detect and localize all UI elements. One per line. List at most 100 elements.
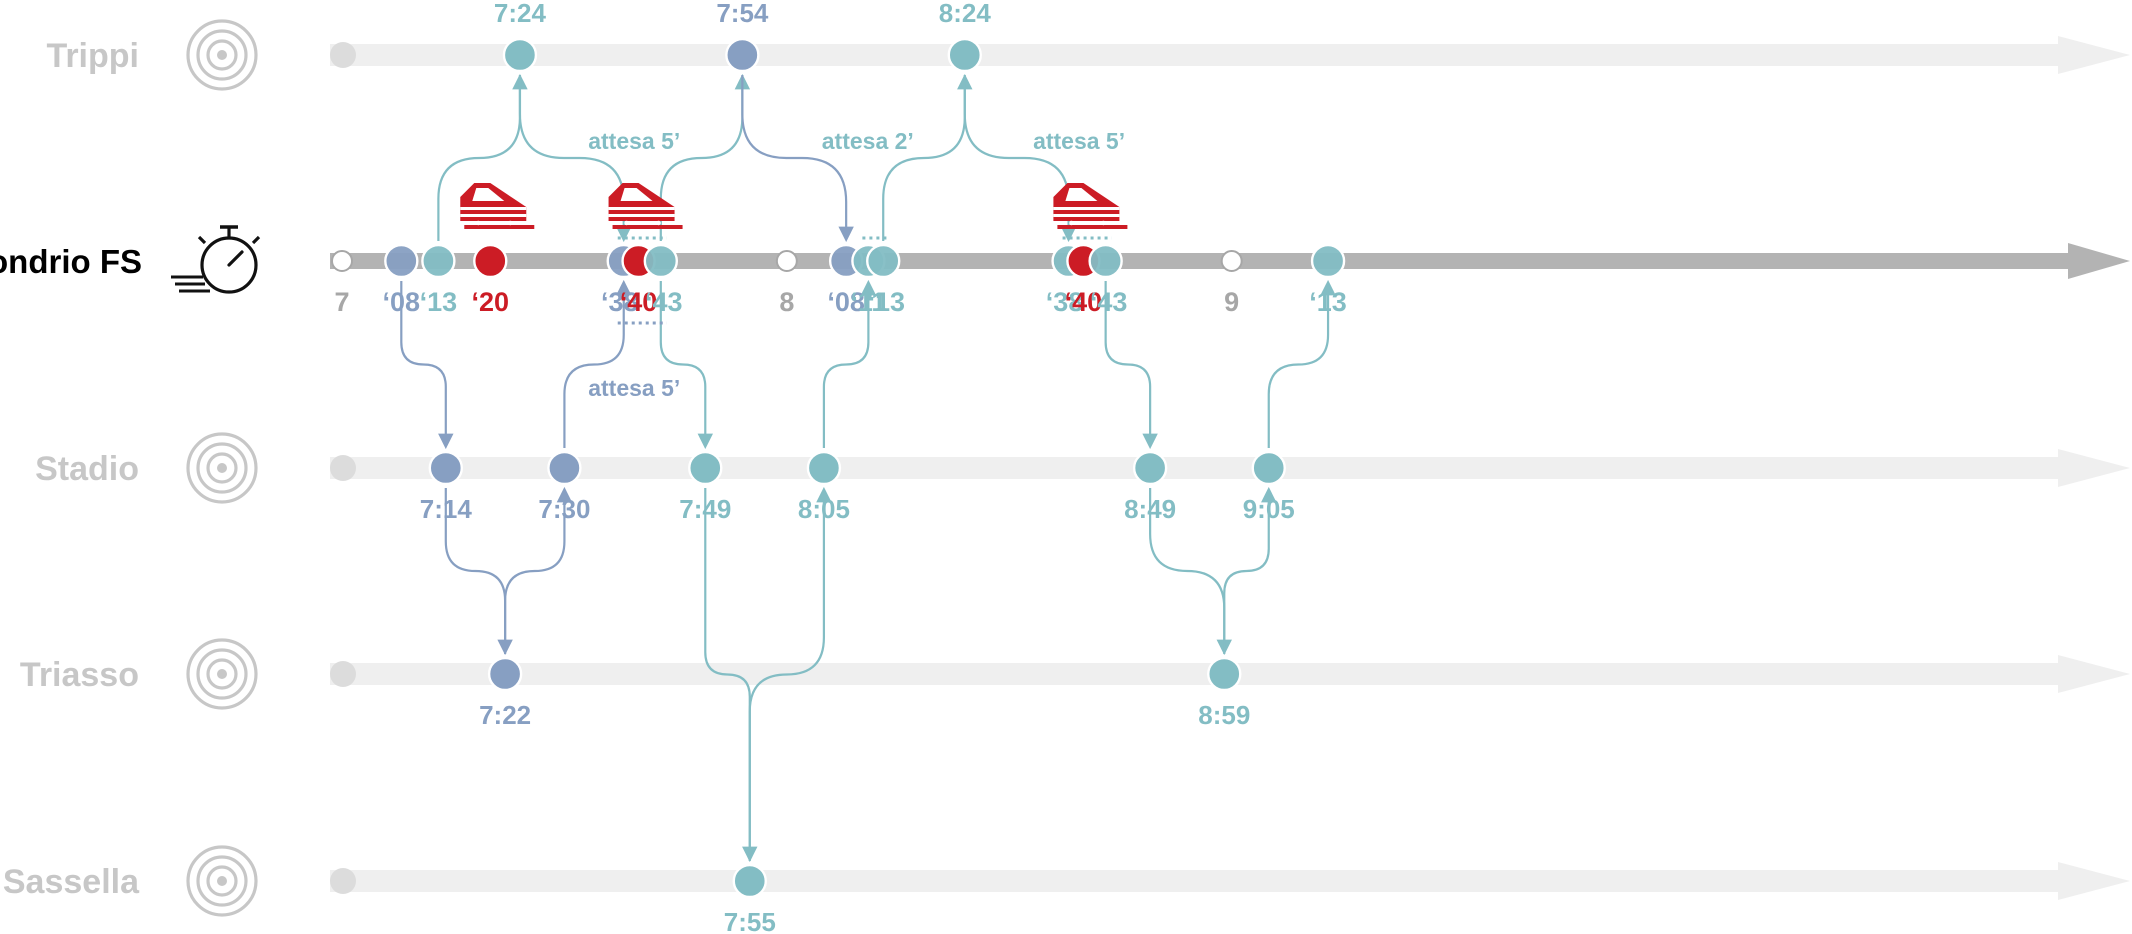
station-name-trippi: Trippi xyxy=(46,37,139,75)
stops-layer xyxy=(331,37,1346,899)
track-main xyxy=(330,253,2070,269)
track xyxy=(330,663,2060,685)
station-row-trippi xyxy=(330,36,2130,74)
sondrio-stop-label: ‘38 xyxy=(1046,287,1084,317)
stop-stadio xyxy=(806,450,842,486)
track-start-dot xyxy=(330,661,356,687)
sondrio-stop-label: ‘13 xyxy=(867,287,905,317)
sondrio-stop-label: ‘13 xyxy=(420,287,458,317)
station-row-sondrio xyxy=(330,243,2130,279)
connection-triasso-stadio xyxy=(1223,486,1277,654)
connection-sassella-stadio xyxy=(748,486,832,861)
stop-stadio xyxy=(1132,450,1168,486)
wait-label: attesa 5’ xyxy=(588,375,680,401)
connection-sondrio-stadio xyxy=(1104,281,1158,450)
connection-stadio-triasso xyxy=(1149,488,1232,656)
stop-trippi xyxy=(725,37,760,73)
sondrio-stop xyxy=(384,243,419,279)
connection-sondrio-trippi xyxy=(437,73,528,241)
stop-time-label: 7:24 xyxy=(494,0,547,28)
station-name-triasso: Triasso xyxy=(20,656,139,694)
sondrio-stop xyxy=(866,243,901,279)
connection-stadio-sondrio xyxy=(1267,279,1336,448)
track xyxy=(330,870,2060,892)
sondrio-stop-label: ‘13 xyxy=(1309,287,1347,317)
track-arrowhead xyxy=(2058,449,2130,487)
train-icon xyxy=(1053,183,1128,229)
stop-trippi xyxy=(502,37,538,73)
connection-trippi-sondrio xyxy=(963,75,1077,243)
track-start-dot xyxy=(330,868,356,894)
track-arrowhead xyxy=(2058,655,2130,693)
sondrio-stop xyxy=(473,243,508,279)
train-icon xyxy=(608,183,683,229)
stop-stadio xyxy=(688,450,723,486)
track-start-dot xyxy=(330,42,356,68)
stop-stadio xyxy=(1251,450,1286,486)
stop-time-label: 8:24 xyxy=(939,0,992,28)
connection-sondrio-stadio xyxy=(659,281,713,450)
connection-trippi-sondrio xyxy=(518,75,632,243)
connection-sondrio-trippi xyxy=(882,73,973,241)
connection-sondrio-stadio xyxy=(400,281,454,450)
stop-time-label: 7:49 xyxy=(679,494,731,524)
station-name-sondrio: Sondrio FS xyxy=(0,243,142,280)
stop-triasso xyxy=(1207,656,1242,692)
stop-time-label: 7:22 xyxy=(479,700,531,730)
sondrio-stop-label: ‘08 xyxy=(383,287,421,317)
sondrio-stop-label: ‘43 xyxy=(645,287,683,317)
stop-time-label: 8:59 xyxy=(1198,700,1250,730)
stop-time-label: 7:30 xyxy=(538,494,590,524)
station-row-stadio xyxy=(330,449,2130,487)
track xyxy=(330,44,2060,66)
hour-label: 7 xyxy=(334,287,349,317)
connection-trippi-sondrio xyxy=(741,75,854,243)
station-name-stadio: Stadio xyxy=(35,450,139,488)
stop-time-label: 7:54 xyxy=(716,0,769,28)
wait-label: attesa 5’ xyxy=(1033,128,1125,154)
track-start-dot xyxy=(330,455,356,481)
stop-trippi xyxy=(947,37,982,73)
train-icon xyxy=(460,183,535,229)
station-name-sassella: Sassella xyxy=(3,863,140,901)
sondrio-stop xyxy=(1310,243,1346,279)
stop-time-label: 7:55 xyxy=(724,907,776,934)
stop-sassella xyxy=(732,863,767,899)
hour-label: 8 xyxy=(779,287,794,317)
sondrio-stop-label: ‘40 xyxy=(1065,287,1103,317)
connections-layer xyxy=(400,73,1336,863)
tracks-layer xyxy=(330,36,2130,900)
wait-label: attesa 5’ xyxy=(588,128,680,154)
track-arrowhead xyxy=(2058,862,2130,900)
stop-triasso xyxy=(487,656,523,692)
sondrio-stop-label: ‘40 xyxy=(620,287,658,317)
hour-marker xyxy=(331,250,353,272)
target-icon xyxy=(186,638,258,710)
stop-time-label: 8:05 xyxy=(798,494,850,524)
station-row-sassella xyxy=(330,862,2130,900)
sondrio-stop-label: ‘38 xyxy=(601,287,639,317)
connection-stadio-sondrio xyxy=(822,279,877,448)
connection-triasso-stadio xyxy=(504,486,573,654)
sondrio-stop-label: ‘43 xyxy=(1090,287,1128,317)
target-icon xyxy=(186,19,258,91)
connection-stadio-sassella xyxy=(704,488,758,863)
connection-sondrio-trippi xyxy=(659,73,751,241)
stop-time-label: 9:05 xyxy=(1243,494,1295,524)
stop-stadio xyxy=(428,450,463,486)
sondrio-stop xyxy=(643,243,679,279)
stop-stadio xyxy=(547,450,582,486)
target-icon xyxy=(186,845,258,917)
sondrio-stop-label: ‘08 xyxy=(827,287,865,317)
hour-label: 9 xyxy=(1224,287,1239,317)
connection-stadio-sondrio xyxy=(563,279,632,448)
stop-time-label: 7:14 xyxy=(420,494,473,524)
hour-marker xyxy=(1220,250,1243,272)
sondrio-stop xyxy=(1088,243,1123,279)
connection-stadio-triasso xyxy=(444,488,513,656)
stop-time-label: 8:49 xyxy=(1124,494,1176,524)
sondrio-stop-label: ‘11 xyxy=(850,287,886,317)
